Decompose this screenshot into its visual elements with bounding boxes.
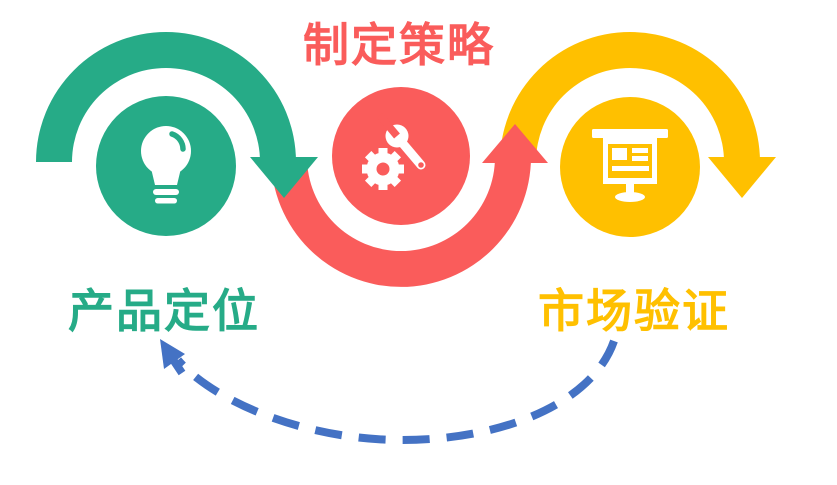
yellow-arrowhead-down-icon <box>708 157 776 198</box>
feedback-arrowhead-icon <box>160 339 185 369</box>
step1-label: 产品定位 <box>68 285 260 337</box>
feedback-arrow-stem <box>170 358 186 376</box>
step3-label: 市场验证 <box>538 285 730 337</box>
arc-arrow-yellow <box>500 32 776 198</box>
step2-label: 制定策略 <box>303 19 495 71</box>
step2-circle <box>332 87 470 225</box>
feedback-arrow <box>160 339 618 445</box>
arc-arrow-green <box>36 32 318 198</box>
feedback-dashed-curve <box>174 339 618 445</box>
green-arrowhead-down-icon <box>250 157 318 198</box>
green-arc <box>36 32 296 162</box>
red-arc <box>271 157 531 287</box>
presentation-board-icon <box>592 129 668 202</box>
wrench-icon <box>376 112 426 170</box>
gear-icon <box>362 148 404 190</box>
red-arrowhead-up-icon <box>482 124 548 163</box>
arc-arrow-red <box>271 124 548 287</box>
lightbulb-icon <box>141 126 191 204</box>
yellow-arc <box>500 32 760 162</box>
lightbulb-highlight <box>169 131 186 152</box>
gear-wrench-icon <box>362 112 426 190</box>
